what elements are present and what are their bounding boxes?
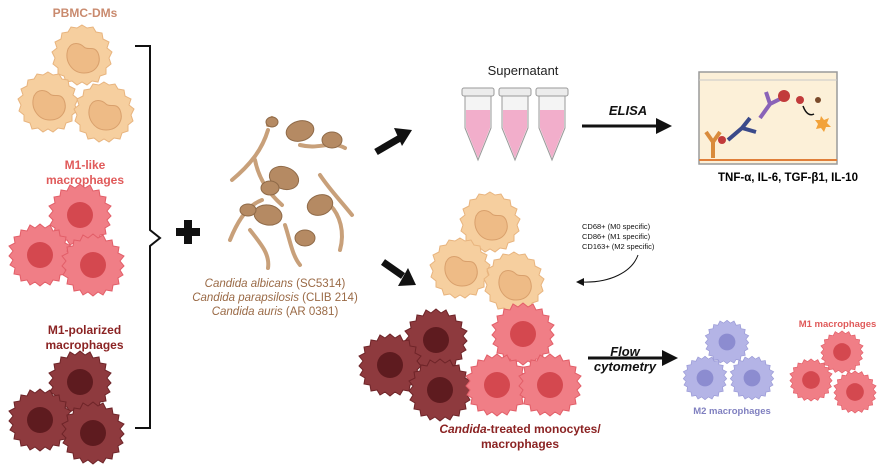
m1-polarized-macrophages-label: M1-polarized macrophages bbox=[22, 323, 147, 353]
treated-line2: macrophages bbox=[480, 437, 560, 451]
flow-cytometry-label: Flow cytometry bbox=[580, 344, 670, 374]
bracket bbox=[135, 45, 162, 429]
markers-label: CD68+ (M0 specific) CD86+ (M1 specific) … bbox=[582, 222, 672, 252]
pbmc-cells bbox=[17, 24, 135, 143]
elisa-arrow bbox=[582, 118, 672, 134]
tube bbox=[535, 87, 569, 161]
m1-cell bbox=[821, 331, 863, 373]
m1-like-line1: M1-like bbox=[64, 158, 106, 172]
arrow-to-treated bbox=[380, 259, 416, 286]
monocyte-cell bbox=[73, 81, 135, 143]
m1-polarized-line2: macrophages bbox=[45, 338, 124, 352]
m1-like-line2: macrophages bbox=[45, 173, 125, 187]
m1-macrophage-cells bbox=[790, 331, 876, 413]
elisa-label: ELISA bbox=[608, 103, 648, 118]
m1-polarized-line1: M1-polarized bbox=[47, 323, 122, 337]
m1-like-macrophages-label: M1-like macrophages bbox=[25, 158, 145, 188]
plus-icon bbox=[176, 220, 200, 244]
m1-like-cell bbox=[466, 354, 528, 416]
arrow-to-supernatant bbox=[374, 128, 412, 156]
flow-line1: Flow bbox=[610, 344, 640, 359]
candida-strains-label: Candida albicans (SC5314) Candida paraps… bbox=[175, 277, 375, 319]
m2-macrophages-label: M2 macrophages bbox=[693, 406, 771, 417]
marker-cd163: CD163+ (M2 specific) bbox=[582, 242, 655, 251]
marker-cd86: CD86+ (M1 specific) bbox=[582, 232, 651, 241]
m1-like-cell bbox=[492, 303, 554, 365]
m1-polarized-cells bbox=[9, 351, 124, 464]
treated-line1: Candida-treated monocytes/ bbox=[439, 422, 601, 436]
m1-like-cell bbox=[519, 354, 581, 416]
markers-arrow bbox=[576, 254, 639, 286]
treated-cells bbox=[359, 191, 581, 421]
m1-like-cells bbox=[9, 184, 124, 296]
monocyte-cell bbox=[51, 24, 113, 86]
m1-cell bbox=[834, 371, 876, 413]
treated-cells-label: Candida-treated monocytes/ macrophages bbox=[425, 422, 615, 452]
cytokines-label: TNF-α, IL-6, TGF-β1, IL-10 bbox=[718, 172, 858, 184]
strain-line: Candida parapsilosis (CLIB 214) bbox=[192, 292, 358, 304]
tube bbox=[498, 87, 532, 161]
marker-cd68: CD68+ (M0 specific) bbox=[582, 222, 651, 231]
supernatant-tubes bbox=[461, 87, 569, 161]
tube bbox=[461, 87, 495, 161]
flow-arrow bbox=[588, 350, 678, 366]
pbmc-dms-label: PBMC-DMs bbox=[52, 6, 118, 20]
strain-line: Candida auris (AR 0381) bbox=[211, 306, 339, 318]
strain-line: Candida albicans (SC5314) bbox=[204, 278, 346, 290]
monocyte-cell bbox=[483, 251, 545, 313]
supernatant-label: Supernatant bbox=[487, 63, 559, 78]
m2-cell bbox=[730, 356, 773, 399]
flow-line2: cytometry bbox=[593, 359, 657, 374]
elisa-well bbox=[698, 71, 838, 165]
candida-yeasts bbox=[239, 116, 343, 247]
m2-cells bbox=[683, 320, 773, 399]
m1-macrophages-label: M1 macrophages bbox=[798, 319, 877, 330]
